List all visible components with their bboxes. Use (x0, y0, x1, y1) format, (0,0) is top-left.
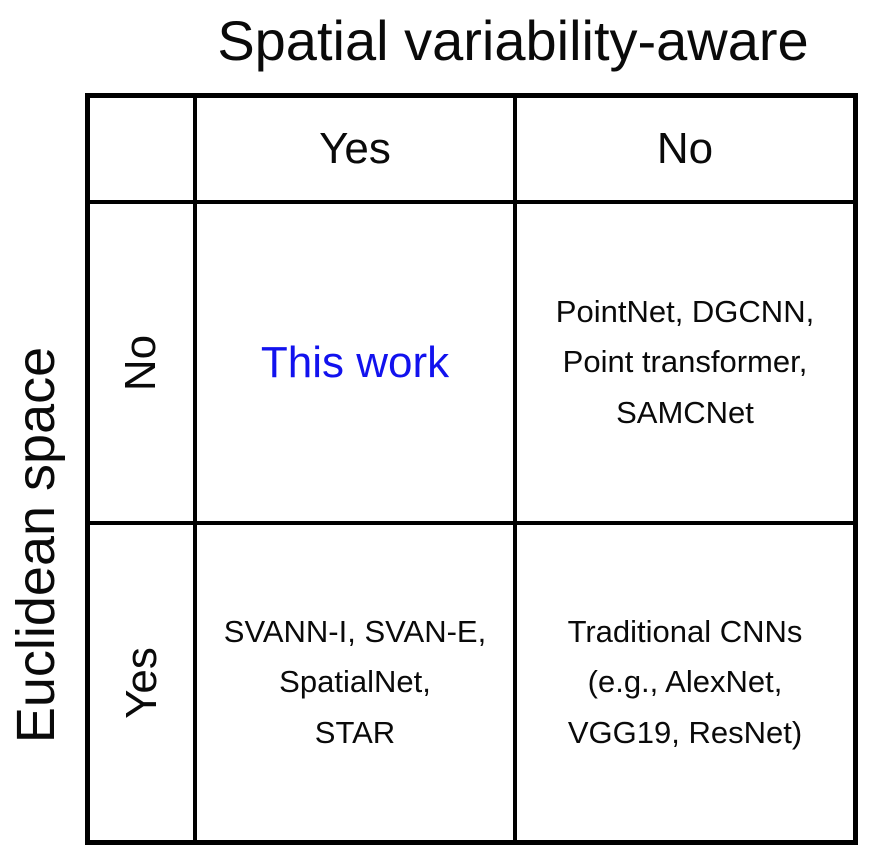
cell-pointnet-methods: PointNet, DGCNN, Point transformer, SAMC… (517, 204, 853, 525)
row-header-no-label: No (116, 334, 166, 391)
column-header-no: No (517, 98, 853, 204)
corner-cell (90, 98, 197, 204)
column-axis-title: Spatial variability-aware (217, 9, 809, 72)
column-header-yes: Yes (197, 98, 517, 204)
row-axis-title: Euclidean space (6, 346, 66, 744)
cell-traditional-cnn-methods: Traditional CNNs (e.g., AlexNet, VGG19, … (567, 614, 803, 750)
matrix-table: Yes No No This work PointNet, DGCNN, Poi… (85, 93, 858, 845)
row-header-no: No (90, 204, 197, 525)
row-header-yes: Yes (90, 525, 197, 840)
cell-this-work: This work (197, 204, 517, 525)
row-header-yes-label: Yes (116, 646, 166, 719)
cell-svann-methods: SVANN-I, SVAN-E, SpatialNet, STAR (197, 525, 517, 840)
